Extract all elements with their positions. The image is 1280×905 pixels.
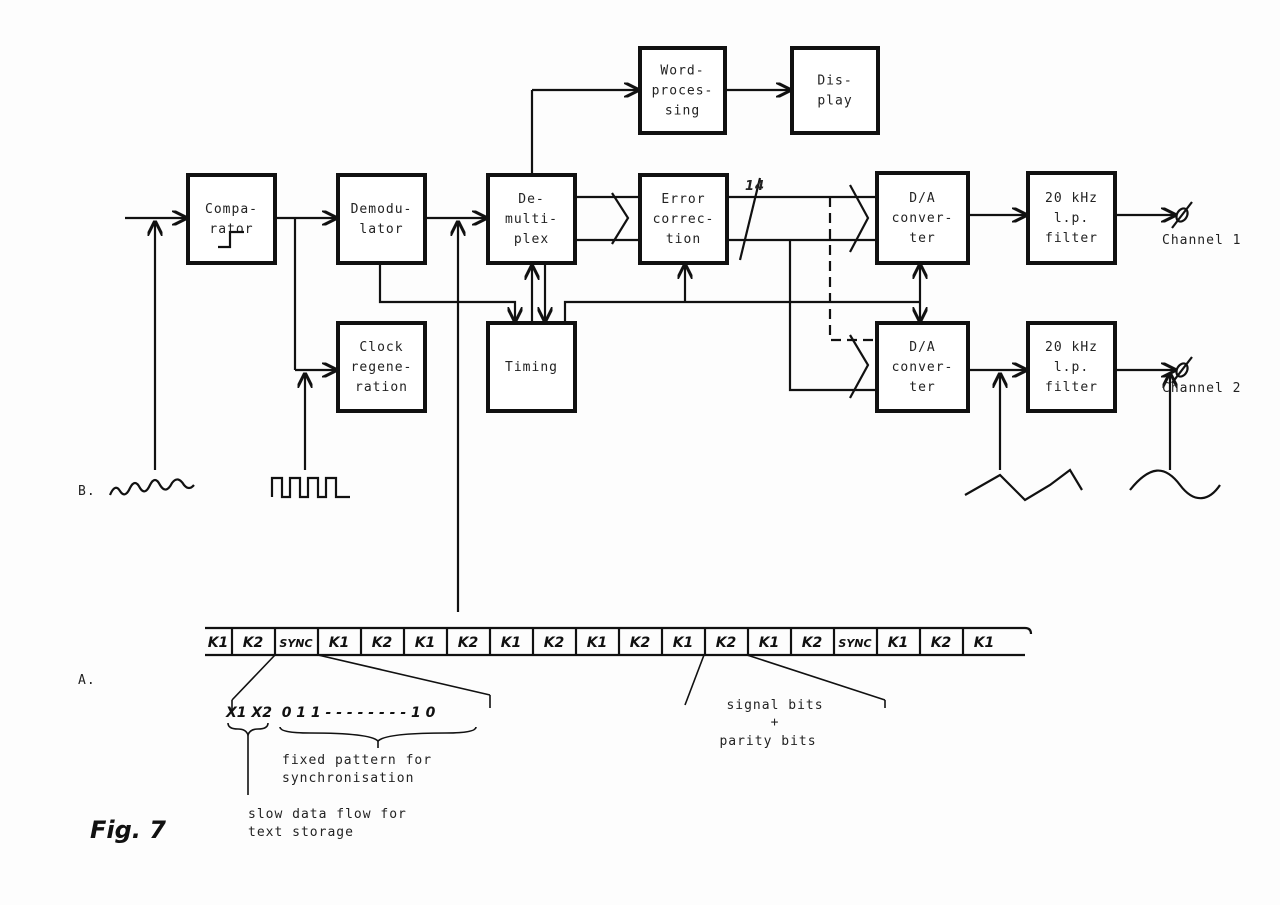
block-label: rator <box>209 222 253 237</box>
triangle-wave-icon <box>964 468 1083 502</box>
frame-cell: K1 <box>974 635 995 651</box>
block-label: tion <box>666 232 701 247</box>
frame-cell: K1 <box>888 635 909 651</box>
block-display: Dis-play <box>790 46 880 135</box>
block-label: correc- <box>653 212 715 227</box>
frame-cell: K1 <box>329 635 350 651</box>
block-label: conver- <box>892 211 954 226</box>
signal-bits-plus: + <box>771 715 780 730</box>
block-label: 20 kHz <box>1045 191 1098 206</box>
block-box <box>638 46 727 135</box>
block-label: D/A <box>909 191 935 206</box>
frame-cell: K1 <box>759 635 780 651</box>
bus-width-label: 14 <box>745 179 765 194</box>
block-word-processing: Word-proces-sing <box>638 46 727 135</box>
figure-label: Fig. 7 <box>90 816 166 844</box>
block-label: D/A <box>909 340 935 355</box>
frame-cell: K1 <box>208 635 229 651</box>
block-label: plex <box>514 232 549 247</box>
block-da1: D/A conver-ter <box>875 171 970 265</box>
slow-data-note-2: text storage <box>248 825 354 840</box>
slow-data-note: slow data flow for <box>248 807 407 822</box>
block-box <box>875 171 970 265</box>
frame-cell: K2 <box>243 635 264 651</box>
block-demodulator: Demodu-lator <box>336 173 427 265</box>
block-box <box>486 173 577 265</box>
sync-bits-pattern: X1 X2 0 1 1 - - - - - - - - 1 0 <box>225 705 436 721</box>
block-box <box>336 321 427 413</box>
block-filter2: 20 kHz l.p. filter <box>1026 321 1117 413</box>
frame-cell: K2 <box>931 635 952 651</box>
frame-cell: K2 <box>630 635 651 651</box>
label-b: B. <box>78 484 96 499</box>
block-label: Compa- <box>205 202 258 217</box>
block-label: filter <box>1045 380 1098 395</box>
block-label: regene- <box>351 360 413 375</box>
block-box <box>790 46 880 135</box>
block-label: proces- <box>652 84 714 99</box>
block-box <box>336 173 427 265</box>
block-demultiplex: De-multi-plex <box>486 173 577 265</box>
block-box <box>486 321 577 413</box>
block-box <box>1026 321 1117 413</box>
signal-lines <box>125 90 1193 612</box>
block-timing: Timing <box>486 321 577 413</box>
block-label: Demodu- <box>351 202 413 217</box>
fixed-pattern-note-2: synchronisation <box>282 771 414 786</box>
fixed-pattern-note: fixed pattern for <box>282 753 432 768</box>
sine-wave-icon <box>1129 469 1221 500</box>
frame-cell: K1 <box>587 635 608 651</box>
block-box <box>875 321 970 413</box>
block-label: Error <box>661 192 705 207</box>
noisy-waveform-icon <box>108 478 195 496</box>
channel-1-label: Channel 1 <box>1162 233 1241 248</box>
block-label: sing <box>665 104 700 119</box>
block-box <box>1026 171 1117 265</box>
block-label: 20 kHz <box>1045 340 1098 355</box>
block-da2: D/A conver-ter <box>875 321 970 413</box>
block-box <box>638 173 729 265</box>
block-label: lator <box>359 222 403 237</box>
block-clock: Clock regene-ration <box>336 321 427 413</box>
block-error-correction: Error correc-tion <box>638 173 729 265</box>
block-label: multi- <box>505 212 558 227</box>
block-label: De- <box>518 192 544 207</box>
label-a: A. <box>78 673 96 688</box>
frame-cell: K2 <box>372 635 393 651</box>
comparator-step-icon <box>218 230 244 249</box>
block-box <box>186 173 277 265</box>
block-label: ter <box>909 380 935 395</box>
frame-cell: K2 <box>802 635 823 651</box>
block-label: Clock <box>359 340 403 355</box>
square-wave-icon <box>270 476 350 499</box>
frame-structure: K1 K2 SYNC K1 K2 K1 K2 K1 K2 K1 K2 K1 K2 K1 K2 SYNC K1 K2… <box>205 626 1033 795</box>
block-label: Timing <box>505 360 558 375</box>
frame-cell: K2 <box>544 635 565 651</box>
block-label: l.p. <box>1054 211 1089 226</box>
frame-cell: SYNC <box>279 637 312 650</box>
frame-cell: K1 <box>501 635 522 651</box>
frame-cell: K1 <box>673 635 694 651</box>
signal-bits-note: signal bits <box>726 698 823 713</box>
block-label: Word- <box>660 64 704 79</box>
frame-cell: K2 <box>716 635 737 651</box>
channel-2-label: Channel 2 <box>1162 381 1241 396</box>
frame-cell: K2 <box>458 635 479 651</box>
block-label: ration <box>355 380 408 395</box>
block-filter1: 20 kHz l.p. filter <box>1026 171 1117 265</box>
block-label: conver- <box>892 360 954 375</box>
block-label: ter <box>909 231 935 246</box>
block-label: filter <box>1045 231 1098 246</box>
frame-cell: K1 <box>415 635 436 651</box>
block-label: Dis- <box>817 74 852 89</box>
frame-cell: SYNC <box>838 637 871 650</box>
block-label: l.p. <box>1054 360 1089 375</box>
parity-bits-note: parity bits <box>719 734 816 749</box>
block-comparator: Compa-rator <box>186 173 277 265</box>
block-label: play <box>817 94 852 109</box>
